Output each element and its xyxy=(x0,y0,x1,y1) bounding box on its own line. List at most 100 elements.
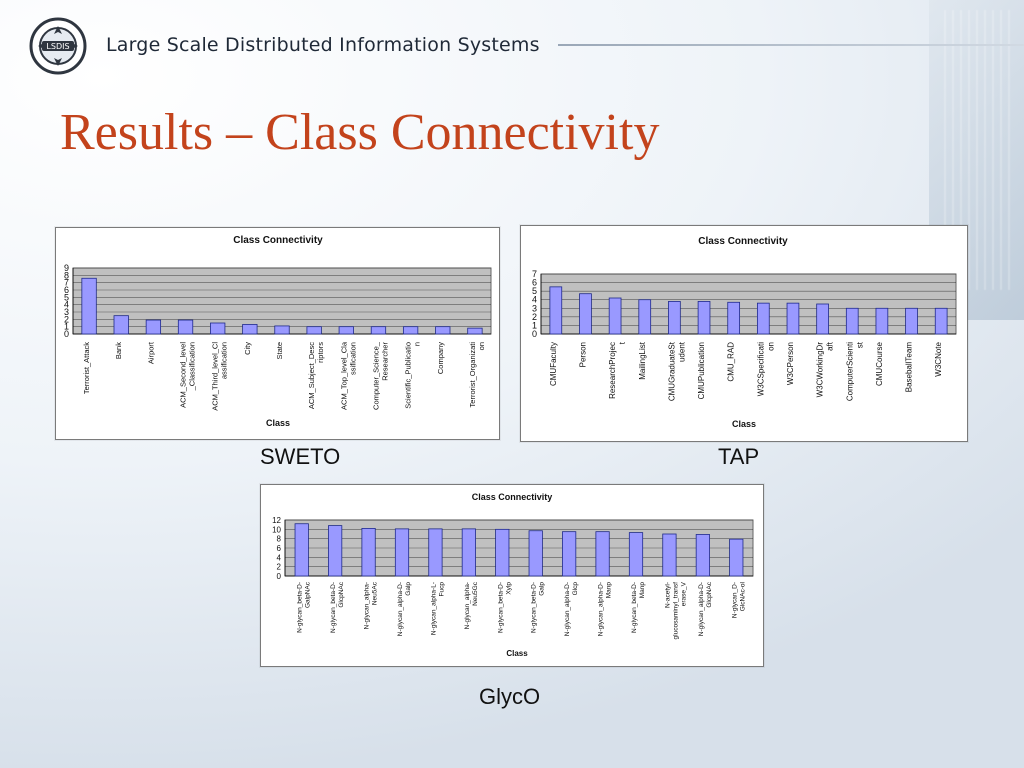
x-tick-label-line: ACM_Second_level xyxy=(179,342,188,408)
x-tick-label: Person xyxy=(578,342,587,367)
y-tick-label: 7 xyxy=(64,278,69,288)
bar xyxy=(394,528,410,577)
x-tick-label: N-glycan_beta-D-Manp xyxy=(631,582,646,633)
caption-sweto: SWETO xyxy=(260,444,341,469)
y-tick-label: 5 xyxy=(532,286,537,296)
x-tick-label: ComputerScientist xyxy=(845,341,864,401)
x-tick-label-line: N-glycan_beta-D- xyxy=(631,582,638,633)
x-tick-label-line: GlcNAc-ol xyxy=(739,581,746,611)
bar xyxy=(845,307,859,335)
x-tick-label-line: Company xyxy=(436,342,445,374)
x-tick-label-line: Galp xyxy=(405,582,412,596)
x-tick-label-line: Fucp xyxy=(438,582,445,597)
x-tick-label-line: ResearchProjec xyxy=(608,342,617,399)
y-tick-label: 1 xyxy=(64,322,69,332)
x-tick-label-line: N-glycan_alpha- xyxy=(364,582,371,629)
y-tick-label: 12 xyxy=(272,516,281,525)
x-tick-label: CMUGraduateStudent xyxy=(667,341,686,401)
bar xyxy=(727,301,741,335)
x-tick-label: ACM_Third_level_Classification xyxy=(211,342,229,411)
x-tick-label-line: Neu5Ac xyxy=(372,581,379,605)
x-tick-label: N-glycan_D-GlcNAc-ol xyxy=(731,581,746,618)
bar xyxy=(697,301,711,335)
x-tick-label-line: Manp xyxy=(606,582,613,599)
x-tick-label-line: Terrorist_Organizati xyxy=(468,342,477,408)
x-tick-label: CMUPublication xyxy=(697,342,706,399)
x-tick-label-line: on xyxy=(766,342,775,351)
bar xyxy=(562,531,577,577)
bar xyxy=(361,528,376,577)
bar xyxy=(608,297,622,335)
bar xyxy=(402,326,419,335)
bar xyxy=(177,319,194,335)
y-tick-label: 2 xyxy=(64,314,69,324)
x-tick-label: W3CPerson xyxy=(786,342,795,385)
x-tick-label-line: ACM_Top_level_Cla xyxy=(339,341,348,410)
bar xyxy=(934,307,948,335)
x-tick-label: CMU_RAD xyxy=(727,342,736,382)
x-tick-label: N-glycan_beta-D-GlcpNAc xyxy=(330,581,345,633)
x-tick-label-line: W3CSpecificati xyxy=(756,342,765,396)
x-tick-label-line: CMUGraduateSt xyxy=(667,341,676,401)
y-tick-label: 4 xyxy=(64,300,69,310)
bar xyxy=(210,322,226,335)
y-tick-label: 0 xyxy=(64,329,69,339)
plot-area xyxy=(72,267,492,335)
bar xyxy=(81,277,97,335)
y-tick-label: 0 xyxy=(532,329,537,339)
x-tick-label-line: City xyxy=(243,342,252,355)
x-tick-label: N-glycan_alpha-D-Glcp xyxy=(564,582,579,637)
x-tick-label-line: State xyxy=(275,342,284,360)
y-tick-label: 4 xyxy=(532,295,537,305)
bar xyxy=(274,325,290,335)
bar xyxy=(595,531,610,577)
x-tick-label: N-acetyl-glucosaminyl_transferase_V xyxy=(664,581,687,639)
x-tick-label-line: Bank xyxy=(114,342,123,359)
x-tick-label: W3CWorkingDraft xyxy=(816,341,835,397)
x-tick-label: ResearchProject xyxy=(608,341,627,399)
x-tick-label-line: N-glycan_beta-D- xyxy=(297,582,304,633)
x-tick-label-line: t xyxy=(618,341,627,344)
x-axis-label: Class xyxy=(732,419,756,429)
bar xyxy=(668,301,681,335)
x-tick-label: State xyxy=(275,342,284,360)
x-tick-label-line: N-glycan_alpha- xyxy=(464,582,471,629)
x-tick-label: MailingList xyxy=(638,341,647,380)
page-title: Results – Class Connectivity xyxy=(60,104,660,161)
x-tick-label: Computer_Science_Researcher xyxy=(371,341,389,410)
x-tick-label-line: W3CPerson xyxy=(786,342,795,385)
bar xyxy=(495,528,510,577)
bar xyxy=(729,538,744,577)
x-tick-label: Terrorist_Organization xyxy=(468,342,486,408)
x-tick-label: CMUCourse xyxy=(875,341,884,386)
y-tick-label: 6 xyxy=(277,544,282,553)
x-tick-label-line: riptors xyxy=(316,342,325,363)
chart-title: Class Connectivity xyxy=(698,236,788,247)
x-tick-label-line: W3CWorkingDr xyxy=(816,342,825,398)
y-tick-label: 8 xyxy=(64,270,69,280)
header: LSDIS Large Scale Distributed Informatio… xyxy=(28,16,1024,76)
bar xyxy=(628,532,644,577)
x-tick-label-line: N-glycan_alpha-D- xyxy=(397,582,404,636)
x-tick-label-line: N-glycan_alpha-D- xyxy=(564,582,571,636)
x-tick-label-line: erase_V xyxy=(680,581,687,606)
y-tick-label: 3 xyxy=(64,307,69,317)
x-tick-label: N-glycan_alpha-L-Fucp xyxy=(430,582,445,636)
x-tick-label-line: N-glycan_beta-D- xyxy=(330,582,337,633)
x-tick-label-line: GlcpNAc xyxy=(706,581,713,607)
x-tick-label: W3CSpecification xyxy=(756,342,775,396)
x-tick-label: City xyxy=(243,342,252,355)
x-tick-label-line: GlcpNAc xyxy=(338,581,345,607)
x-tick-label: N-glycan_alpha-D-Galp xyxy=(397,582,412,637)
x-tick-label-line: CMUCourse xyxy=(875,341,884,386)
x-tick-label: Company xyxy=(436,342,445,374)
x-tick-label: N-glycan_alpha-D-GlcpNAc xyxy=(698,581,713,636)
x-tick-label-line: ACM_Third_level_Cl xyxy=(211,342,220,411)
bar xyxy=(338,326,354,335)
bar-chart-glyco: Class Connectivity024681012N-glycan_beta… xyxy=(272,492,754,658)
x-tick-label: ACM_Second_level_Classification xyxy=(179,342,197,408)
bar xyxy=(467,327,483,335)
bar xyxy=(370,326,387,335)
y-tick-label: 9 xyxy=(64,263,69,273)
